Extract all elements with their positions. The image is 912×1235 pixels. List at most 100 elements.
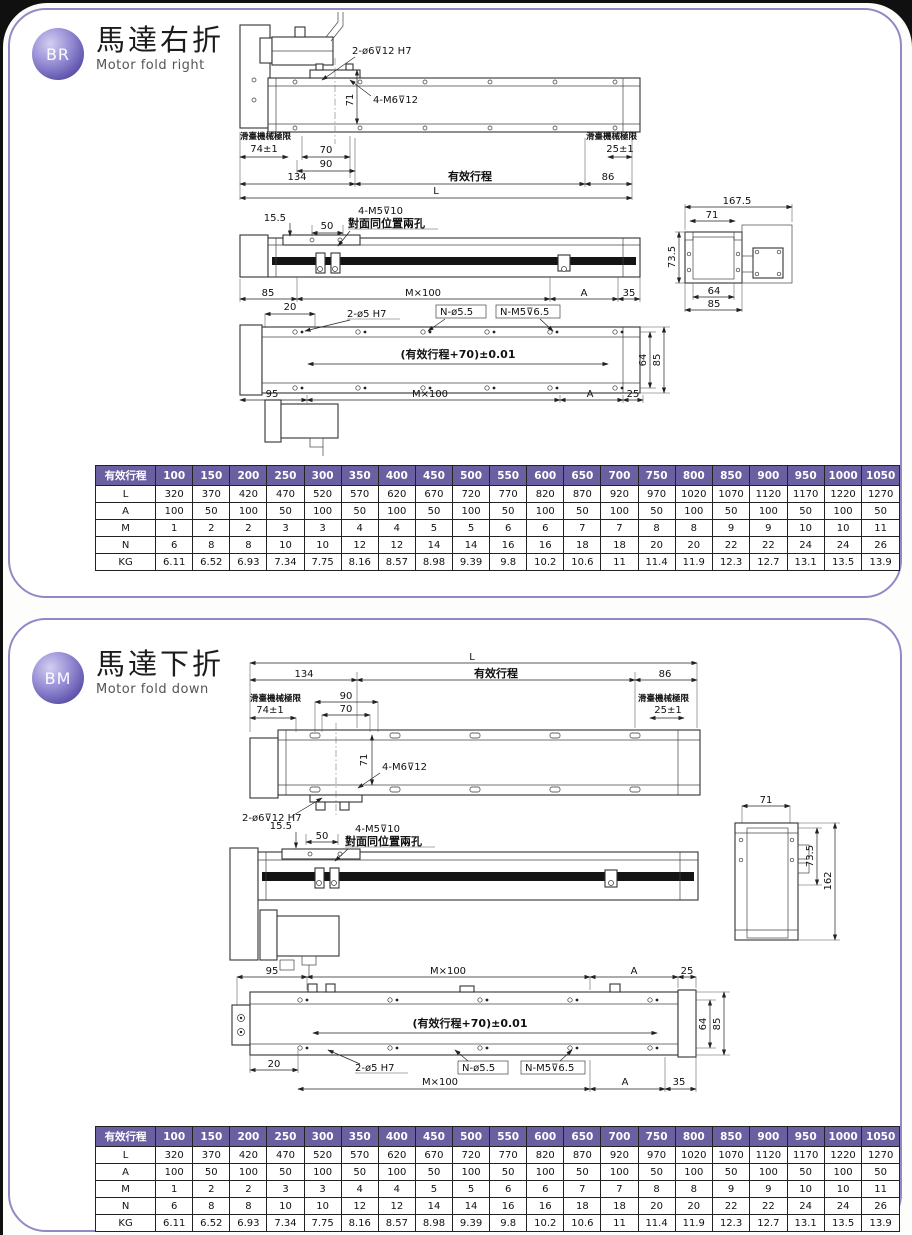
cell-value: 11.4 (637, 1214, 676, 1232)
cell-value: 7 (563, 519, 602, 537)
cell-value: 470 (266, 485, 305, 503)
stroke-value-header: 700 (600, 465, 639, 486)
cell-value: 12 (377, 1197, 416, 1215)
cell-value: 10 (303, 536, 342, 554)
cell-value: 8 (674, 1180, 713, 1198)
cell-value: 100 (749, 502, 788, 520)
cell-value: 8 (192, 1197, 231, 1215)
callout-label: 2-ø5 H7 (347, 309, 387, 320)
cell-value: 100 (674, 502, 713, 520)
stroke-value-header: 350 (340, 465, 379, 486)
dim-label: 71 (359, 754, 370, 767)
dim-label: 90 (340, 691, 353, 702)
cell-value: 920 (600, 485, 639, 503)
cell-value: 6.93 (229, 553, 268, 571)
cell-value: 50 (563, 502, 602, 520)
cell-value: 3 (266, 519, 305, 537)
cell-value: 100 (303, 1163, 342, 1181)
dim-label: L (469, 652, 475, 663)
callout-label: 4-M5⊽10 (358, 206, 403, 217)
cell-value: 20 (637, 1197, 676, 1215)
bm-front-dimensions: 15.5 50 4-M5⊽10 對面同位置兩孔 (270, 821, 435, 862)
dim-label: 滑臺機械極限 (586, 131, 638, 142)
cell-value: 5 (451, 1180, 491, 1198)
cell-value: 720 (451, 1146, 491, 1164)
cell-value: 8 (637, 1180, 676, 1198)
stroke-value-header: 300 (303, 465, 342, 486)
cell-value: 1120 (749, 1146, 788, 1164)
cell-value: 100 (823, 502, 863, 520)
cell-value: 8.57 (377, 1214, 416, 1232)
cell-value: 5 (451, 519, 491, 537)
dim-label: 64 (708, 286, 721, 297)
dim-label: 64 (638, 354, 649, 367)
cell-value: 50 (192, 502, 231, 520)
br-badge: BR (32, 28, 84, 80)
cell-value: 50 (861, 1163, 900, 1181)
stroke-value-header: 500 (451, 465, 491, 486)
cell-value: 11.9 (674, 1214, 713, 1232)
stroke-value-header: 550 (489, 1126, 528, 1147)
cell-value: 8.16 (340, 553, 379, 571)
cell-value: 100 (526, 1163, 565, 1181)
cell-value: 100 (823, 1163, 863, 1181)
cell-value: 7.34 (266, 1214, 305, 1232)
cell-value: 8 (192, 536, 231, 554)
br-side-view (239, 12, 641, 144)
callout-label: 對面同位置兩孔 (348, 216, 425, 230)
dim-label: 25±1 (654, 705, 681, 716)
cell-value: 24 (823, 536, 863, 554)
cell-value: 1 (155, 1180, 194, 1198)
cell-value: 7.75 (303, 553, 342, 571)
stroke-value-header: 600 (526, 1126, 565, 1147)
cell-value: 100 (377, 502, 416, 520)
stroke-value-header: 200 (229, 1126, 268, 1147)
bm-plan-view: (有效行程+70)±0.01 (231, 983, 697, 1058)
cell-value: 10.6 (563, 553, 602, 571)
cell-value: 2 (192, 1180, 231, 1198)
cell-value: 11 (600, 553, 639, 571)
cell-value: 10.6 (563, 1214, 602, 1232)
cell-value: 520 (303, 485, 342, 503)
stroke-value-header: 150 (192, 465, 231, 486)
cell-value: 50 (861, 502, 900, 520)
cell-value: 18 (563, 536, 602, 554)
cell-value: 370 (192, 1146, 231, 1164)
callout-label: 2-ø5 H7 (355, 1063, 395, 1074)
br-section-header: BR 馬達右折 Motor fold right (32, 23, 224, 80)
cell-value: 14 (451, 536, 491, 554)
cell-value: 9 (749, 519, 788, 537)
stroke-value-header: 450 (414, 465, 454, 486)
cell-value: 10 (786, 1180, 825, 1198)
cell-value: 50 (340, 502, 379, 520)
cell-value: 8.57 (377, 553, 416, 571)
cell-value: 100 (749, 1163, 788, 1181)
stroke-value-header: 400 (377, 465, 416, 486)
cell-value: 1270 (861, 485, 900, 503)
stroke-value-header: 1050 (861, 1126, 900, 1147)
br-plan-view: (有效行程+70)±0.01 (239, 324, 641, 456)
stroke-value-header: 250 (266, 1126, 305, 1147)
cell-value: 100 (155, 1163, 194, 1181)
stroke-value-header: 450 (414, 1126, 454, 1147)
cell-value: 7 (563, 1180, 602, 1198)
cell-value: 22 (711, 536, 751, 554)
cell-value: 13.1 (786, 1214, 825, 1232)
cell-value: 50 (711, 1163, 751, 1181)
cell-value: 570 (340, 1146, 379, 1164)
cell-value: 10 (266, 536, 305, 554)
cell-value: 1 (155, 519, 194, 537)
dim-label: 20 (284, 302, 297, 313)
cell-value: 10 (786, 519, 825, 537)
cell-value: 100 (451, 502, 491, 520)
bm-front-view (229, 847, 699, 976)
cell-value: 12 (340, 536, 379, 554)
cell-value: 4 (377, 1180, 416, 1198)
cell-value: 870 (563, 1146, 602, 1164)
cell-value: 100 (600, 502, 639, 520)
dim-label: 95 (266, 966, 279, 977)
row-label: N (94, 1197, 157, 1215)
